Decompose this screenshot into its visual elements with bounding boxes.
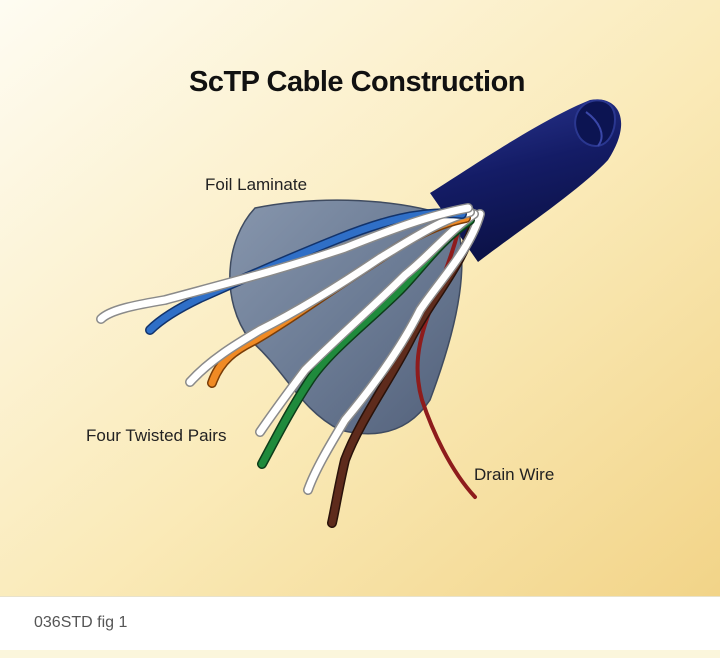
- figure-caption: 036STD fig 1: [34, 614, 127, 632]
- twisted-pairs-label: Four Twisted Pairs: [86, 426, 226, 445]
- drain-wire-label: Drain Wire: [474, 465, 554, 484]
- foil-laminate-label: Foil Laminate: [205, 175, 307, 194]
- cable-diagram: ScTP Cable Construction Foil Lamina: [0, 0, 720, 596]
- diagram-title: ScTP Cable Construction: [189, 66, 525, 98]
- bottom-strip: [0, 650, 720, 658]
- diagram-canvas: ScTP Cable Construction Foil Lamina: [0, 0, 720, 596]
